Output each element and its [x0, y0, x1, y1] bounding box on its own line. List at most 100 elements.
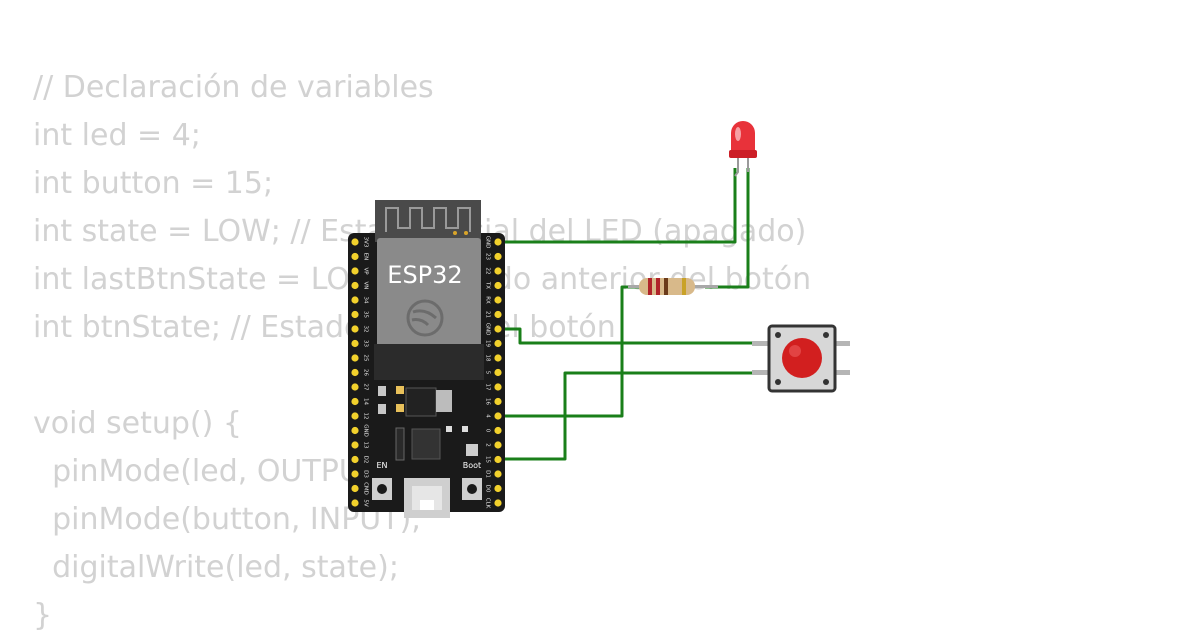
- button-corner-dot: [823, 379, 829, 385]
- header-pin[interactable]: [494, 339, 502, 348]
- code-line: }: [33, 598, 53, 633]
- pushbutton[interactable]: [752, 324, 850, 393]
- header-pin[interactable]: [494, 441, 502, 449]
- header-pin[interactable]: [494, 397, 502, 406]
- pin-label: 32: [363, 326, 369, 333]
- header-pin[interactable]: [351, 368, 359, 377]
- pin-label: GND: [485, 323, 491, 336]
- header-pin[interactable]: [494, 354, 502, 362]
- wifi-antenna: [375, 200, 481, 242]
- left-pin-header: 3V3ENVPVN343532332526271412GND13D2D3CMD5…: [351, 237, 369, 507]
- header-pin[interactable]: [351, 412, 359, 420]
- header-pin[interactable]: [494, 412, 502, 420]
- board-label: ESP32: [387, 261, 462, 289]
- header-pin[interactable]: [494, 426, 502, 435]
- wire-gnd-button: [499, 327, 755, 345]
- button-cap[interactable]: [782, 338, 822, 378]
- pin-label: 18: [485, 355, 491, 362]
- button-leg: [834, 341, 850, 346]
- code-line: // Declaración de variables: [33, 70, 434, 105]
- antenna-dot: [453, 231, 457, 235]
- pin-label: 23: [485, 253, 491, 260]
- header-pin[interactable]: [494, 383, 502, 391]
- header-pin[interactable]: [351, 455, 359, 464]
- header-pin[interactable]: [351, 354, 359, 362]
- button-cap-highlight: [789, 345, 801, 357]
- esp32-module-shield: [377, 238, 481, 348]
- header-pin[interactable]: [494, 238, 502, 246]
- code-line: void setup() {: [33, 406, 242, 441]
- header-pin[interactable]: [494, 470, 502, 478]
- button-corner-dot: [775, 379, 781, 385]
- espressif-logo-icon: [406, 299, 444, 337]
- header-pin[interactable]: [351, 470, 359, 478]
- header-pin[interactable]: [351, 281, 359, 290]
- header-pin[interactable]: [494, 310, 502, 319]
- header-pin[interactable]: [351, 499, 359, 507]
- en-label: EN: [376, 461, 387, 470]
- header-pin[interactable]: [351, 238, 359, 246]
- pin-label: GND: [363, 424, 369, 437]
- resistor-band: [656, 278, 660, 295]
- pin-label: 5: [485, 371, 491, 375]
- header-pin[interactable]: [494, 325, 502, 333]
- header-pin[interactable]: [494, 296, 502, 304]
- header-pin[interactable]: [494, 455, 502, 464]
- header-pin[interactable]: [351, 252, 359, 261]
- header-pin[interactable]: [494, 252, 502, 261]
- pin-label: 22: [485, 268, 491, 275]
- pin-label: 2: [485, 443, 491, 447]
- header-pin[interactable]: [351, 267, 359, 275]
- header-pin[interactable]: [351, 426, 359, 435]
- header-pin[interactable]: [351, 441, 359, 449]
- pin-label: TX: [485, 281, 491, 289]
- antenna-dot: [464, 231, 468, 235]
- pin-label: 14: [363, 398, 369, 405]
- resistor-band: [648, 278, 652, 295]
- button-leg: [834, 370, 850, 375]
- pin-label: D3: [363, 470, 369, 478]
- header-pin[interactable]: [351, 484, 359, 493]
- header-pin[interactable]: [494, 484, 502, 493]
- header-pin[interactable]: [351, 296, 359, 304]
- pin-label: CMD: [363, 482, 369, 495]
- pin-label: 0: [485, 429, 491, 433]
- en-button[interactable]: [372, 478, 392, 500]
- pin-label: 33: [363, 340, 369, 347]
- header-pin[interactable]: [351, 325, 359, 333]
- pin-label: 13: [363, 442, 369, 449]
- pin-label: 12: [363, 413, 369, 420]
- pin-label: RX: [485, 296, 491, 304]
- boot-label: Boot: [463, 461, 481, 470]
- esp32-board[interactable]: ESP32 EN Boot 3V3ENVPVN34353233252627141…: [348, 200, 505, 518]
- pin-label: 17: [485, 384, 491, 391]
- pin-label: 15: [485, 456, 491, 463]
- pin-label: D1: [485, 470, 491, 478]
- header-pin[interactable]: [351, 310, 359, 319]
- wire-gpio4-resistor: [499, 285, 640, 418]
- boot-button[interactable]: [462, 478, 482, 500]
- header-pin[interactable]: [494, 368, 502, 377]
- header-pin[interactable]: [494, 267, 502, 275]
- pin-label: EN: [363, 253, 369, 261]
- pin-label: D0: [485, 485, 491, 493]
- header-pin[interactable]: [351, 339, 359, 348]
- module-base: [374, 344, 484, 380]
- pin-label: 19: [485, 340, 491, 347]
- pin-label: 26: [363, 369, 369, 376]
- led-leg-anode: [734, 158, 739, 177]
- header-pin[interactable]: [351, 397, 359, 406]
- resistor-band: [682, 278, 686, 295]
- code-line: digitalWrite(led, state);: [33, 550, 399, 585]
- led[interactable]: [729, 121, 757, 177]
- header-pin[interactable]: [351, 383, 359, 391]
- led-highlight: [735, 127, 741, 141]
- pin-label: VP: [363, 267, 369, 275]
- antenna-trace-icon: [385, 207, 471, 232]
- resistor[interactable]: [628, 278, 718, 295]
- pin-label: D2: [363, 456, 369, 464]
- header-pin[interactable]: [494, 281, 502, 290]
- pin-label: VN: [363, 282, 369, 290]
- header-pin[interactable]: [494, 499, 502, 507]
